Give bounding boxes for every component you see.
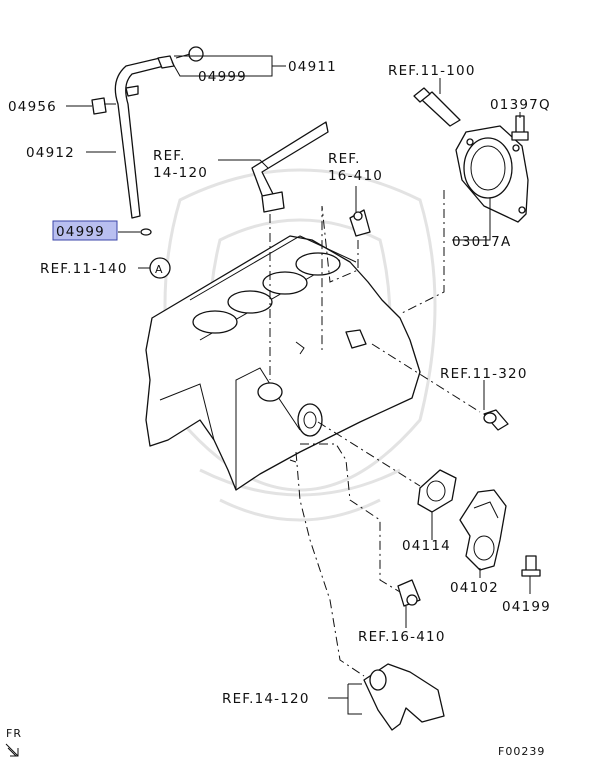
label-03017a[interactable]: 03017A: [452, 234, 511, 250]
label-04999-highlighted[interactable]: 04999: [56, 224, 105, 240]
label-04102[interactable]: 04102: [450, 580, 499, 596]
figure-code: F00239: [498, 745, 545, 758]
oil-level-gauge-tube: [114, 46, 204, 236]
label-ref-14-120-line1[interactable]: REF.: [153, 148, 186, 164]
direction-label-fr: FR: [6, 727, 22, 740]
label-04999-top[interactable]: 04999: [198, 69, 247, 85]
label-ref-11-320[interactable]: REF.11-320: [440, 366, 528, 382]
callout-letter-a: A: [155, 263, 164, 276]
sealant-tube-icon: [413, 87, 461, 127]
label-ref-11-140[interactable]: REF.11-140: [40, 261, 128, 277]
label-ref-16-410-line1[interactable]: REF.: [328, 151, 361, 167]
label-ref-11-100[interactable]: REF.11-100: [388, 63, 476, 79]
water-pipe-upper: [251, 121, 329, 213]
bolt-01397q-icon: [511, 115, 529, 141]
label-04114[interactable]: 04114: [402, 538, 451, 554]
gasket-04114: [417, 469, 457, 513]
cylinder-block: [145, 235, 421, 491]
bolt-04199-icon: [521, 555, 541, 577]
assembly-lines: [269, 190, 481, 677]
sensor-upper-icon: [349, 209, 371, 237]
label-04199[interactable]: 04199: [502, 599, 551, 615]
label-04956[interactable]: 04956: [8, 99, 57, 115]
oil-seal-case: [455, 125, 529, 223]
bolt-11-320-icon: [483, 409, 509, 431]
front-arrow-icon: [5, 743, 19, 757]
label-04912[interactable]: 04912: [26, 145, 75, 161]
label-ref-14-120-line2[interactable]: 14-120: [153, 165, 208, 181]
highlight-box-04999: [52, 220, 118, 241]
sensor-lower-icon: [397, 579, 421, 607]
label-04911[interactable]: 04911: [288, 59, 337, 75]
labels: 04911 04999 04956 04912 04999 REF.11-140…: [6, 59, 551, 758]
label-ref-16-410-lower[interactable]: REF.16-410: [358, 629, 446, 645]
label-ref-16-410-line2[interactable]: 16-410: [328, 168, 383, 184]
oil-filter-bracket-04102: [459, 489, 507, 571]
leader-lines: [66, 55, 531, 715]
bolt-04956-icon: [91, 97, 116, 115]
callout-circle-a: [149, 257, 171, 279]
label-ref-14-120-lower[interactable]: REF.14-120: [222, 691, 310, 707]
water-pipe-lower: [363, 663, 445, 731]
label-01397q[interactable]: 01397Q: [490, 97, 551, 113]
